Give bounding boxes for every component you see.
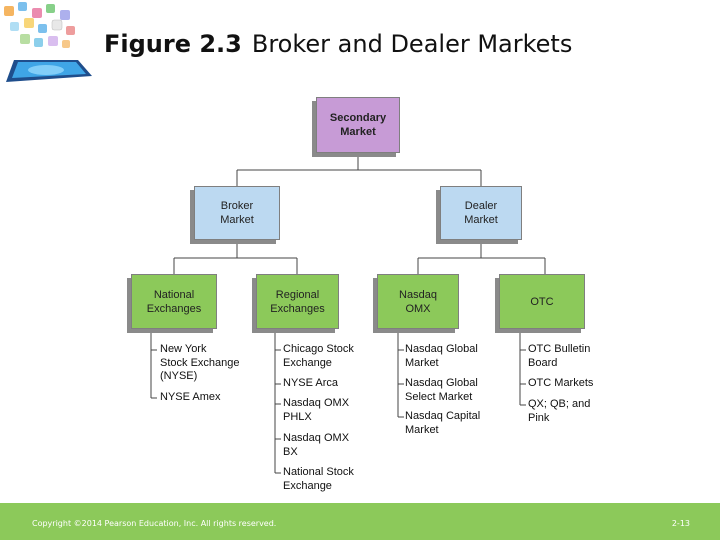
tablet-apps-icon <box>4 2 92 82</box>
copyright-text: Copyright ©2014 Pearson Education, Inc. … <box>32 519 277 528</box>
root-node-secondary-market: Secondary Market <box>316 97 400 153</box>
list-item: Chicago Stock Exchange <box>283 343 354 369</box>
list-item: Nasdaq OMX BX <box>283 432 350 458</box>
category-node-national-exchanges: National Exchanges <box>131 274 217 329</box>
branch-node-dealer-market: Dealer Market <box>440 186 522 240</box>
list-item: NYSE Amex <box>160 391 221 403</box>
list-item: Nasdaq Global Select Market <box>405 377 478 403</box>
list-item: Nasdaq Global Market <box>405 343 478 369</box>
branch-node-broker-market: Broker Market <box>194 186 280 240</box>
list-item: Nasdaq Capital Market <box>405 410 481 436</box>
category-node-otc: OTC <box>499 274 585 329</box>
list-item: QX; QB; and Pink <box>528 398 591 424</box>
footer-bar: Copyright ©2014 Pearson Education, Inc. … <box>0 503 720 540</box>
figure-title-text: Broker and Dealer Markets <box>251 30 573 58</box>
list-item: OTC Markets <box>528 377 594 389</box>
connector-lines <box>150 153 546 474</box>
list-item: Nasdaq OMX PHLX <box>283 397 350 423</box>
list-item: OTC Bulletin Board <box>528 343 591 369</box>
category-node-regional-exchanges: Regional Exchanges <box>256 274 339 329</box>
figure-title: Figure 2.3 Broker and Dealer Markets <box>104 30 572 58</box>
list-item: NYSE Arca <box>283 377 339 389</box>
category-node-nasdaq-omx: Nasdaq OMX <box>377 274 459 329</box>
list-item: New York Stock Exchange (NYSE) <box>160 343 240 382</box>
page-number: 2-13 <box>671 519 690 528</box>
list-item: National Stock Exchange <box>283 466 354 492</box>
figure-label: Figure 2.3 <box>104 30 242 58</box>
